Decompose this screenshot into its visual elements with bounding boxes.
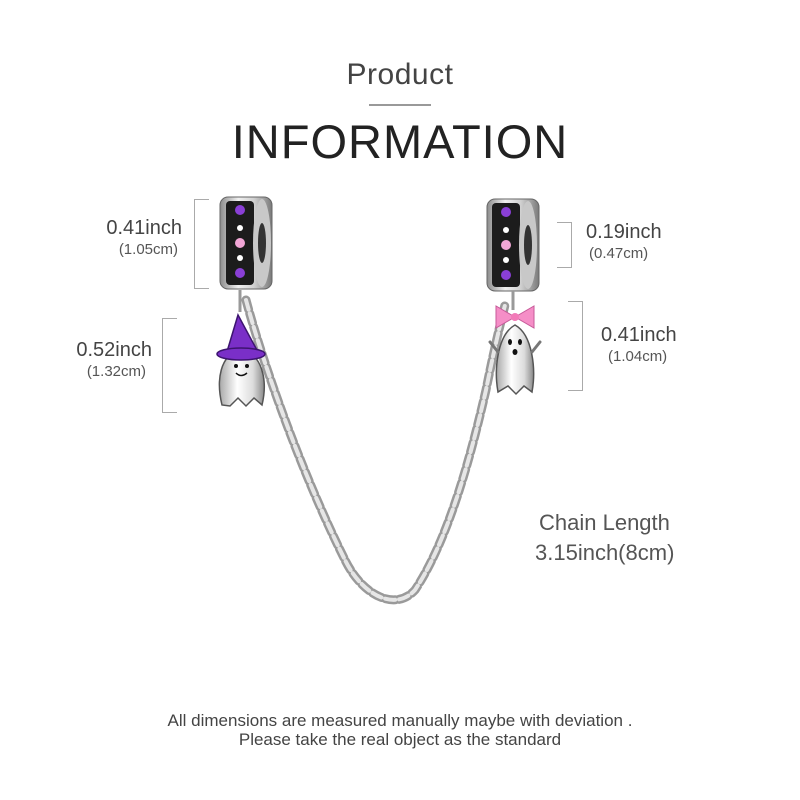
chain (241, 295, 510, 605)
left-charm-bracket (162, 318, 177, 413)
right-bead-cm: (0.47cm) (589, 245, 649, 262)
left-bead-cm: (1.05cm) (118, 241, 178, 258)
chain-length-label: Chain Length (539, 510, 670, 535)
title-information: INFORMATION (231, 115, 569, 168)
bow-ghost-charm (488, 291, 542, 396)
footer-line-2: Please take the real object as the stand… (238, 730, 562, 749)
right-stopper-bead (486, 198, 540, 292)
left-stopper-bead (219, 196, 273, 290)
left-charm-inch: 0.52inch (76, 339, 152, 361)
right-charm-cm: (1.04cm) (608, 348, 668, 365)
witch-ghost-charm (216, 290, 266, 408)
right-bead-inch: 0.19inch (586, 221, 662, 243)
right-charm-bracket (568, 301, 583, 391)
left-charm-cm: (1.32cm) (86, 363, 146, 380)
footer-line-1: All dimensions are measured manually may… (167, 711, 633, 730)
chain-length-value: 3.15inch(8cm) (535, 540, 675, 565)
left-bead-inch: 0.41inch (106, 217, 182, 239)
title-divider (369, 104, 431, 106)
title-product: Product (346, 58, 454, 91)
right-charm-inch: 0.41inch (601, 324, 677, 346)
left-bead-bracket (194, 199, 209, 289)
right-bead-bracket (557, 222, 572, 268)
